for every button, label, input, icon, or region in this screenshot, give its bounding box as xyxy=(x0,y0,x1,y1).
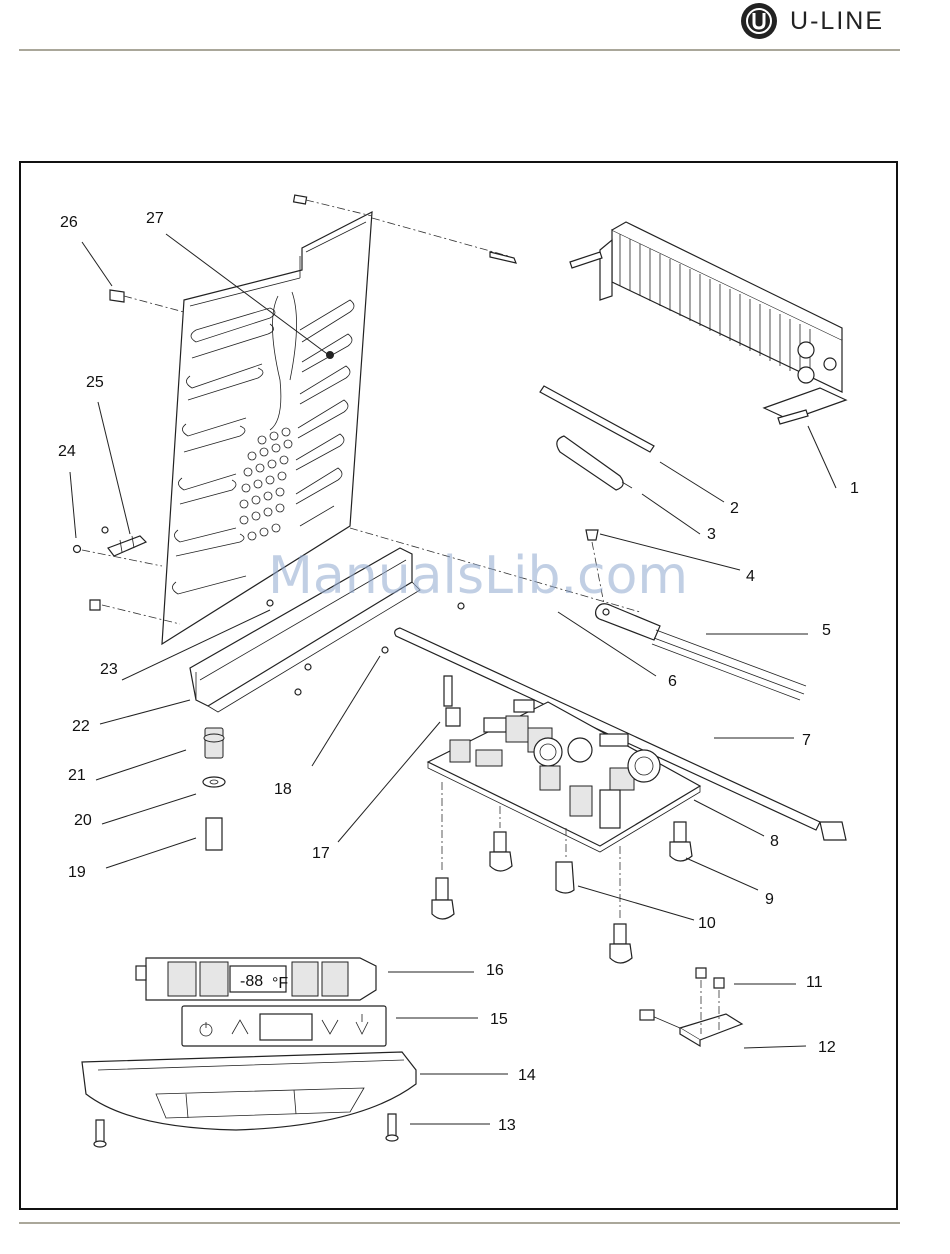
callout-26: 26 xyxy=(60,214,78,231)
callout-27: 27 xyxy=(146,210,164,227)
callout-8: 8 xyxy=(770,833,779,850)
callout-13: 13 xyxy=(498,1117,516,1134)
clip-part xyxy=(102,527,146,556)
callout-18: 18 xyxy=(274,781,292,798)
callout-11: 11 xyxy=(806,974,823,991)
footer-rule xyxy=(19,1222,900,1224)
callout-3: 3 xyxy=(707,526,716,543)
callout-14: 14 xyxy=(518,1067,536,1084)
watermark-text: ManualsLib.com xyxy=(268,546,688,606)
callout-24: 24 xyxy=(58,443,76,460)
display-unit: °F xyxy=(272,975,288,992)
button-overlay xyxy=(182,1006,386,1046)
callout-23: 23 xyxy=(100,661,118,678)
callout-15: 15 xyxy=(490,1011,508,1028)
callout-2: 2 xyxy=(730,500,739,517)
callout-12: 12 xyxy=(818,1039,836,1056)
callout-1: 1 xyxy=(850,480,859,497)
callout-17: 17 xyxy=(312,845,330,862)
filter-drier xyxy=(557,436,632,490)
door-switch xyxy=(640,968,742,1046)
callout-5: 5 xyxy=(822,622,831,639)
callout-9: 9 xyxy=(765,891,774,908)
callout-21: 21 xyxy=(68,767,86,784)
bezel xyxy=(82,1052,416,1147)
callout-4: 4 xyxy=(746,568,755,585)
callout-22: 22 xyxy=(72,718,90,735)
callout-6: 6 xyxy=(668,673,677,690)
callout-7: 7 xyxy=(802,732,811,749)
display-readout: -88 xyxy=(240,973,263,990)
callout-25: 25 xyxy=(86,374,104,391)
callout-19: 19 xyxy=(68,864,86,881)
control-board xyxy=(428,676,700,852)
callout-10: 10 xyxy=(698,915,716,932)
callout-20: 20 xyxy=(74,812,92,829)
condenser-coil xyxy=(570,222,846,424)
callout-16: 16 xyxy=(486,962,504,979)
